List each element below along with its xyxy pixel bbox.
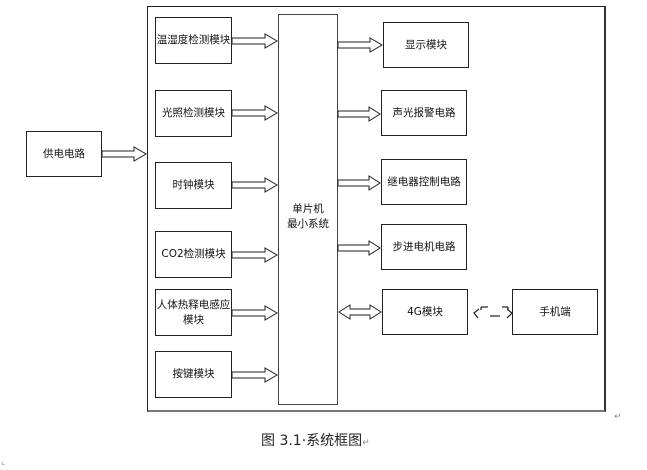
input-block-light: 光照检测模块 — [155, 90, 232, 137]
output-label: 步进电机电路 — [392, 240, 456, 253]
input-label: 按键模块 — [172, 368, 215, 380]
arrow-output-1 — [337, 37, 383, 53]
arrow-output-4 — [337, 240, 381, 256]
input-block-keys: 按键模块 — [155, 351, 232, 398]
mcu-label: 单片机 最小系统 — [279, 202, 337, 232]
output-label: 继电器控制电路 — [387, 175, 461, 188]
caption-text: 图 3.1·系统框图 — [261, 433, 363, 449]
arrow-input-5 — [231, 305, 278, 321]
mcu-block: 单片机 最小系统 — [278, 14, 338, 405]
arrow-bidirectional-4g — [338, 304, 382, 320]
corner-mark: ⌞ — [1, 457, 6, 467]
figure-caption: 图 3.1·系统框图↵ — [261, 430, 370, 450]
output-block-alarm: 声光报警电路 — [381, 90, 467, 136]
system-boundary — [147, 6, 606, 412]
input-label: 温湿度检测模块 — [156, 34, 231, 46]
return-mark: ↵ — [362, 438, 370, 448]
output-block-stepper: 步进电机电路 — [381, 224, 467, 270]
arrow-output-3 — [337, 175, 381, 191]
arrow-output-2 — [337, 106, 381, 122]
arrow-input-4 — [231, 247, 278, 263]
return-mark: ↵ — [614, 412, 622, 422]
output-block-4g: 4G模块 — [382, 289, 468, 335]
input-label: 时钟模块 — [172, 179, 215, 191]
input-label: 光照检测模块 — [162, 107, 225, 119]
input-block-temp-humidity: 温湿度检测模块 — [155, 17, 232, 64]
mcu-label-line1: 单片机 — [292, 203, 324, 215]
output-label: 显示模块 — [405, 38, 447, 51]
power-supply-label: 供电电路 — [43, 147, 85, 160]
wireless-right-arrow — [506, 308, 513, 319]
output-label: 声光报警电路 — [392, 106, 456, 119]
arrow-input-1 — [231, 33, 278, 49]
arrow-input-6 — [231, 367, 278, 383]
power-supply-block: 供电电路 — [26, 131, 102, 177]
output-block-relay: 继电器控制电路 — [381, 159, 467, 205]
remote-label: 手机端 — [539, 305, 571, 318]
input-label: 模块 — [183, 313, 204, 326]
output-label: 4G模块 — [407, 305, 443, 318]
wireless-link — [473, 306, 513, 319]
input-block-pir: 人体热释电感应 模块 — [155, 289, 232, 336]
remote-block-phone: 手机端 — [512, 289, 598, 335]
wireless-left-arrow — [473, 308, 480, 319]
arrow-power — [101, 146, 147, 162]
input-label: CO2检测模块 — [161, 248, 226, 260]
output-block-display: 显示模块 — [383, 22, 469, 68]
mcu-label-line2: 最小系统 — [287, 218, 329, 230]
input-label: 人体热释电感应 — [156, 298, 231, 311]
arrow-input-2 — [231, 105, 278, 121]
arrow-input-3 — [231, 177, 278, 193]
